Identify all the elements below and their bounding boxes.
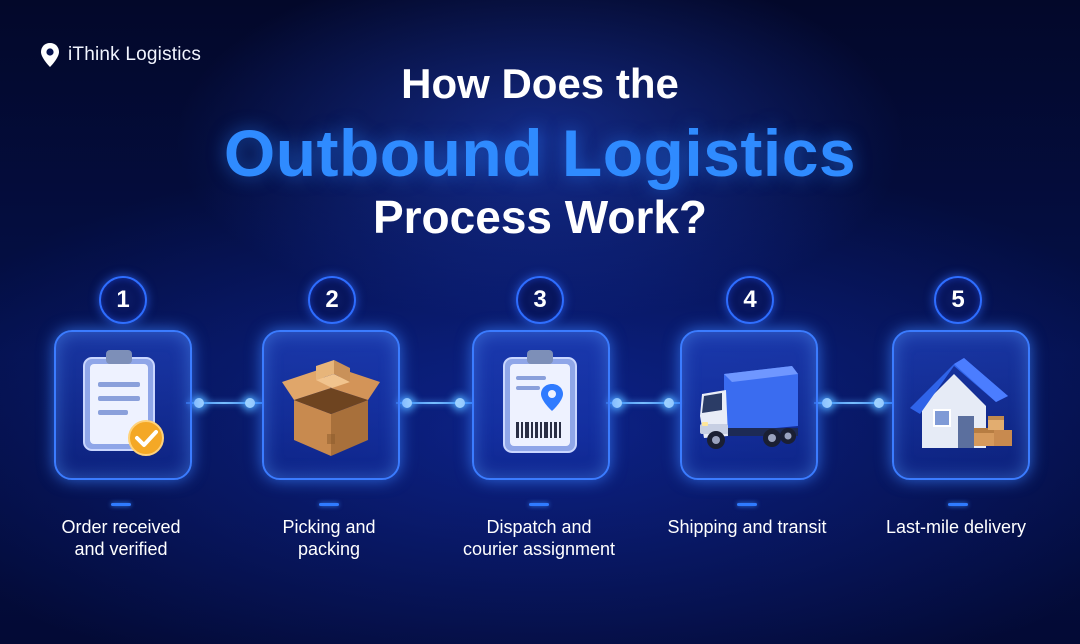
step-label: Picking and packing xyxy=(282,517,376,559)
step-number: 3 xyxy=(516,276,564,324)
brand-name: iThink Logistics xyxy=(68,44,202,65)
step-label: Order received and verified xyxy=(61,517,181,559)
step-dash xyxy=(529,503,549,506)
step-label: Shipping and transit xyxy=(667,517,827,537)
clipboard-barcode-icon xyxy=(503,350,577,453)
step-number: 4 xyxy=(726,276,774,324)
connector-dot xyxy=(402,398,412,408)
step-card xyxy=(892,330,1030,480)
step-dash xyxy=(111,503,131,506)
house-icon xyxy=(910,358,1012,448)
connector-dot xyxy=(612,398,622,408)
step-dash xyxy=(319,503,339,506)
connector-3-4 xyxy=(606,402,680,404)
step-card xyxy=(472,330,610,480)
step-number: 2 xyxy=(308,276,356,324)
connector-dot xyxy=(194,398,204,408)
step-card xyxy=(680,330,818,480)
location-pin-icon xyxy=(41,43,59,67)
step-label: Dispatch and courier assignment xyxy=(462,517,616,559)
connector-2-3 xyxy=(396,402,472,404)
delivery-truck-icon xyxy=(700,366,798,449)
connector-dot xyxy=(245,398,255,408)
connector-dot xyxy=(874,398,884,408)
open-box-icon xyxy=(282,360,380,456)
connector-dot xyxy=(455,398,465,408)
connector-4-5 xyxy=(814,402,892,404)
step-number: 5 xyxy=(934,276,982,324)
step-label: Last-mile delivery xyxy=(885,517,1027,537)
step-dash xyxy=(737,503,757,506)
brand-logo: iThink Logistics xyxy=(40,42,201,68)
title-line-2: Outbound Logistics xyxy=(223,116,857,190)
step-card xyxy=(262,330,400,480)
title-line-1: How Does the xyxy=(401,60,679,107)
connector-1-2 xyxy=(186,402,262,404)
step-card xyxy=(54,330,192,480)
step-number: 1 xyxy=(99,276,147,324)
connector-dot xyxy=(664,398,674,408)
step-dash xyxy=(948,503,968,506)
connector-dot xyxy=(822,398,832,408)
title-line-3: Process Work? xyxy=(372,191,708,243)
clipboard-check-icon xyxy=(83,350,164,456)
